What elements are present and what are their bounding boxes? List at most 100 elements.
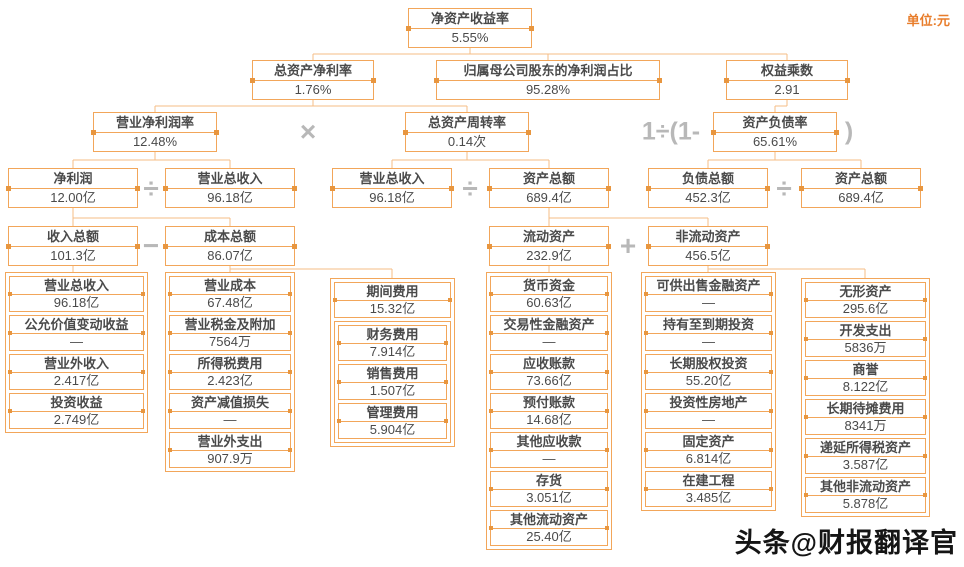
detail-item: 开发支出 5836万	[804, 321, 927, 357]
detail-item-label: 其他流动资产	[491, 511, 607, 529]
detail-item: 营业外收入 2.417亿	[8, 354, 145, 390]
detail-item-label: 可供出售金融资产	[646, 277, 771, 295]
detail-item-label: 销售费用	[339, 365, 446, 383]
detail-item-label: 递延所得税资产	[806, 439, 925, 457]
cost-detail-column: 营业成本 67.48亿 营业税金及附加 7564万 所得税费用 2.423亿 资…	[165, 272, 295, 472]
node-roe: 净资产收益率 5.55%	[406, 8, 534, 48]
detail-item-value: 295.6亿	[842, 301, 889, 316]
detail-item-label: 其他非流动资产	[806, 478, 925, 496]
detail-item-label: 资产减值损失	[170, 394, 290, 412]
detail-item: 持有至到期投资 —	[644, 315, 773, 351]
detail-item: 其他应收款 —	[489, 432, 609, 468]
detail-item-value: 1.507亿	[369, 383, 416, 398]
detail-item: 投资性房地产 —	[644, 393, 773, 429]
detail-item-value: 8.122亿	[842, 379, 889, 394]
node-debt-ratio-value: 65.61%	[752, 134, 798, 149]
node-total-assets-1-value: 689.4亿	[526, 190, 572, 205]
detail-item: 资产减值损失 —	[168, 393, 292, 429]
node-total-liabilities-label: 负债总额	[649, 169, 767, 189]
divide-operator-1: ÷	[143, 173, 159, 204]
detail-item-value: 73.66亿	[526, 373, 572, 388]
node-net-profit-value: 12.00亿	[50, 190, 96, 205]
detail-item: 营业税金及附加 7564万	[168, 315, 292, 351]
detail-item-label: 期间费用	[335, 283, 450, 301]
plus-operator: +	[619, 230, 637, 261]
node-equity-multiplier: 权益乘数 2.91	[724, 60, 850, 100]
node-revenue-2-value: 96.18亿	[369, 190, 415, 205]
node-asset-turnover: 总资产周转率 0.14次	[403, 112, 531, 152]
node-net-profit-label: 净利润	[9, 169, 137, 189]
node-parent-ratio: 归属母公司股东的净利润占比 95.28%	[434, 60, 662, 100]
detail-item-value: 907.9万	[207, 451, 253, 466]
detail-item-label: 营业外收入	[10, 355, 143, 373]
node-revenue-2: 营业总收入 96.18亿	[330, 168, 454, 208]
node-roe-label: 净资产收益率	[409, 9, 531, 29]
detail-item: 应收账款 73.66亿	[489, 354, 609, 390]
noncurrent-assets-detail-column-1: 可供出售金融资产 — 持有至到期投资 — 长期股权投资 55.20亿 投资性房地…	[641, 272, 776, 511]
detail-item-label: 管理费用	[339, 404, 446, 422]
detail-item: 可供出售金融资产 —	[644, 276, 773, 312]
detail-item-value: —	[542, 451, 556, 466]
detail-item: 公允价值变动收益 —	[8, 315, 145, 351]
detail-item: 财务费用 7.914亿	[337, 325, 448, 361]
detail-item: 商誉 8.122亿	[804, 360, 927, 396]
node-revenue-2-label: 营业总收入	[333, 169, 451, 189]
detail-item: 在建工程 3.485亿	[644, 471, 773, 507]
detail-item: 货币资金 60.63亿	[489, 276, 609, 312]
noncurrent-assets-detail-column-2: 无形资产 295.6亿 开发支出 5836万 商誉 8.122亿 长期待摊费用 …	[801, 278, 930, 517]
detail-item-value: 5836万	[844, 340, 887, 355]
detail-item-value: 7.914亿	[369, 344, 416, 359]
detail-item-value: 8341万	[844, 418, 887, 433]
detail-item: 管理费用 5.904亿	[337, 403, 448, 439]
detail-item-label: 固定资产	[646, 433, 771, 451]
detail-item-label: 开发支出	[806, 322, 925, 340]
detail-item: 其他非流动资产 5.878亿	[804, 477, 927, 513]
equity-formula-right: )	[844, 117, 854, 146]
period-expense-subgroup: 财务费用 7.914亿 销售费用 1.507亿 管理费用 5.904亿	[334, 321, 451, 443]
detail-item-value: —	[70, 334, 83, 349]
detail-item-label: 长期股权投资	[646, 355, 771, 373]
detail-item-label: 其他应收款	[491, 433, 607, 451]
detail-item: 投资收益 2.749亿	[8, 393, 145, 429]
divide-operator-3: ÷	[776, 173, 792, 204]
detail-item-value: 25.40亿	[526, 529, 572, 544]
detail-item: 无形资产 295.6亿	[804, 282, 927, 318]
detail-item-value: —	[702, 334, 715, 349]
detail-item-value: 7564万	[209, 334, 251, 349]
node-equity-multiplier-label: 权益乘数	[727, 61, 847, 81]
node-total-cost: 成本总额 86.07亿	[163, 226, 297, 266]
detail-item-label: 应收账款	[491, 355, 607, 373]
node-total-cost-value: 86.07亿	[207, 248, 253, 263]
detail-item: 营业成本 67.48亿	[168, 276, 292, 312]
node-total-assets-2-label: 资产总额	[802, 169, 920, 189]
detail-item-label: 长期待摊费用	[806, 400, 925, 418]
detail-item-label: 营业成本	[170, 277, 290, 295]
node-revenue-1-label: 营业总收入	[166, 169, 294, 189]
detail-item: 所得税费用 2.423亿	[168, 354, 292, 390]
period-expense-column: 期间费用 15.32亿 财务费用 7.914亿 销售费用 1.507亿 管理费用…	[330, 278, 455, 447]
node-parent-ratio-label: 归属母公司股东的净利润占比	[437, 61, 659, 81]
detail-item-period-expense: 期间费用 15.32亿	[333, 282, 452, 318]
node-total-liabilities-value: 452.3亿	[685, 190, 731, 205]
detail-item-label: 营业总收入	[10, 277, 143, 295]
node-total-assets-1-label: 资产总额	[490, 169, 608, 189]
multiply-operator: ×	[299, 116, 317, 147]
node-asset-turnover-value: 0.14次	[447, 134, 487, 149]
detail-item-value: 60.63亿	[526, 295, 572, 310]
detail-item: 长期股权投资 55.20亿	[644, 354, 773, 390]
detail-item-label: 交易性金融资产	[491, 316, 607, 334]
detail-item-label: 公允价值变动收益	[10, 316, 143, 334]
detail-item-value: 3.587亿	[842, 457, 889, 472]
node-revenue-1-value: 96.18亿	[207, 190, 253, 205]
node-total-liabilities: 负债总额 452.3亿	[646, 168, 770, 208]
node-roa-value: 1.76%	[294, 82, 332, 97]
detail-item-label: 营业外支出	[170, 433, 290, 451]
current-assets-detail-column: 货币资金 60.63亿 交易性金融资产 — 应收账款 73.66亿 预付账款 1…	[486, 272, 612, 550]
node-total-assets-2: 资产总额 689.4亿	[799, 168, 923, 208]
income-detail-column: 营业总收入 96.18亿 公允价值变动收益 — 营业外收入 2.417亿 投资收…	[5, 272, 148, 433]
node-debt-ratio: 资产负债率 65.61%	[711, 112, 839, 152]
detail-item-value: 55.20亿	[685, 373, 732, 388]
detail-item: 固定资产 6.814亿	[644, 432, 773, 468]
detail-item-label: 营业税金及附加	[170, 316, 290, 334]
